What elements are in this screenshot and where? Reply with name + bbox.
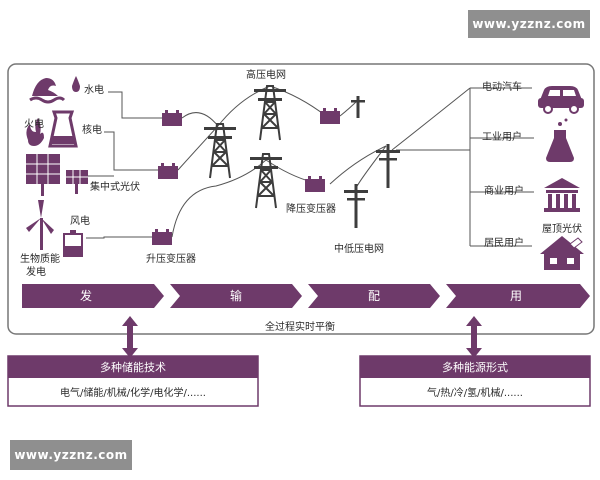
label-step-up: 升压变压器 [146,252,196,265]
step-up-transformer-icon [152,229,172,245]
stage-arrow-generate [22,284,164,308]
high-voltage-tower-icon [203,123,237,179]
stage-label-transmit: 输 [230,288,242,303]
biomass-icon [63,230,83,257]
label-mid-low-grid: 中低压电网 [334,242,384,255]
transmission-lines [171,85,534,247]
label-ev: 电动汽车 [482,80,522,93]
stage-arrow-consume [446,284,590,308]
label-wind: 风电 [70,214,90,227]
storage-box [7,355,259,407]
utility-pole-icon [351,96,365,118]
label-hydro: 水电 [84,83,104,96]
label-biomass-line2: 发电 [26,265,46,278]
system-frame [7,63,595,335]
high-voltage-tower-icon [253,85,287,141]
transformer-icon [320,108,340,124]
solar-panel-icon [26,154,88,196]
label-rooftop-pv: 屋顶光伏 [542,222,582,235]
label-step-down: 降压变压器 [286,202,336,215]
energy-forms-detail: 气/热/冷/氢/机械/...... [427,386,523,399]
stage-label-distribute: 配 [368,289,380,303]
label-nuclear: 核电 [82,123,102,136]
double-arrow-energy-forms [466,316,482,358]
label-commercial: 商业用户 [484,184,524,197]
generator-unit-icon [158,163,178,179]
thermal-icon [26,118,44,146]
storage-title: 多种储能技术 [100,360,166,374]
car-icon [538,86,584,114]
label-biomass-line1: 生物质能 [20,252,60,265]
label-realtime-balance: 全过程实时平衡 [265,320,335,333]
watermark-top: www.yzznz.com [468,10,590,38]
bank-building-icon [544,178,580,212]
high-voltage-tower-icon [249,153,283,209]
distribution-pole-icon [376,144,400,188]
wind-turbine-icon [26,200,54,250]
stage-arrow-distribute [308,284,440,308]
house-icon [540,236,584,270]
stage-label-generate: 发 [80,288,92,303]
source-connectors [86,91,162,239]
energy-forms-box [359,355,591,407]
flask-icon [546,118,574,162]
label-central-pv: 集中式光伏 [90,180,140,193]
stage-label-consume: 用 [510,289,522,303]
stage-arrow-transmit [170,284,302,308]
label-industrial: 工业用户 [482,130,522,143]
energy-forms-title: 多种能源形式 [442,360,508,374]
distribution-pole-icon [344,184,368,228]
label-residential: 居民用户 [484,236,524,249]
nuclear-icon [48,110,78,148]
hydro-icon [29,76,80,104]
step-down-transformer-icon [305,176,325,192]
generator-unit-icon [162,110,182,126]
double-arrow-storage [122,316,138,358]
label-thermal: 火电 [24,117,44,130]
storage-detail: 电气/储能/机械/化学/电化学/...... [60,386,206,399]
watermark-bottom: www.yzznz.com [10,440,132,470]
label-high-voltage-grid: 高压电网 [246,68,286,81]
